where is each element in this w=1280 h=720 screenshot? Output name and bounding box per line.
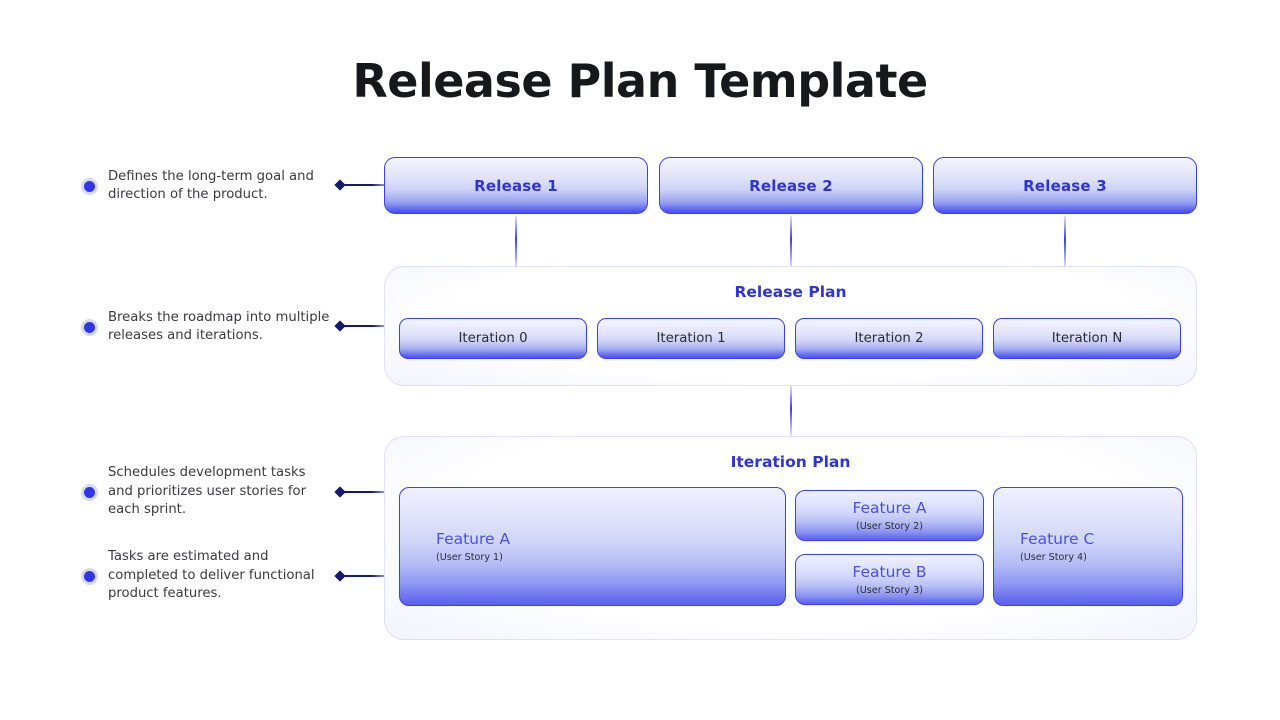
bullet-tasks-label: Tasks are estimated and completed to del…: [108, 549, 315, 602]
page-title: Release Plan Template: [352, 54, 928, 108]
connector-release-plan-to-iteration-plan: [790, 386, 792, 436]
connector-release-1: [515, 216, 517, 268]
release-plan-title: Release Plan: [734, 283, 847, 301]
feature-c-story-4-title: Feature C: [1020, 530, 1095, 548]
leader-line-release-plan: [334, 320, 384, 332]
release-box-3[interactable]: Release 3: [933, 157, 1197, 214]
diamond-icon: [334, 320, 346, 332]
bullet-dot-icon: [84, 180, 95, 192]
bullet-release-plan: Breaks the roadmap into multiple release…: [84, 306, 334, 348]
iteration-box-n[interactable]: Iteration N: [993, 318, 1181, 359]
leader-stroke: [343, 491, 384, 493]
bullet-release-plan-label: Breaks the roadmap into multiple release…: [108, 309, 330, 344]
iteration-box-1-label: Iteration 1: [656, 331, 726, 346]
leader-line-tasks: [334, 570, 384, 582]
bullet-tasks: Tasks are estimated and completed to del…: [84, 546, 334, 606]
feature-a-story-2[interactable]: Feature A (User Story 2): [795, 490, 984, 541]
feature-b-story-3-sub: (User Story 3): [856, 585, 923, 596]
iteration-box-0[interactable]: Iteration 0: [399, 318, 587, 359]
bullet-release-label: Defines the long-term goal and direction…: [108, 168, 314, 203]
leader-stroke: [343, 325, 384, 327]
bullet-dot-icon: [84, 570, 95, 582]
iteration-plan-title: Iteration Plan: [730, 453, 851, 471]
iteration-box-2[interactable]: Iteration 2: [795, 318, 983, 359]
bullet-dot-icon: [84, 486, 95, 498]
feature-a-story-2-sub: (User Story 2): [856, 521, 923, 532]
leader-line-iteration-plan: [334, 486, 384, 498]
bullet-release: Defines the long-term goal and direction…: [84, 165, 334, 207]
diamond-icon: [334, 570, 346, 582]
feature-a-story-1[interactable]: Feature A (User Story 1): [399, 487, 786, 606]
iteration-box-0-label: Iteration 0: [458, 331, 528, 346]
release-box-1[interactable]: Release 1: [384, 157, 648, 214]
leader-stroke: [343, 184, 384, 186]
diamond-icon: [334, 179, 346, 191]
leader-line-release: [334, 179, 384, 191]
iteration-box-1[interactable]: Iteration 1: [597, 318, 785, 359]
release-box-1-label: Release 1: [474, 176, 558, 195]
feature-c-story-4-sub: (User Story 4): [1020, 552, 1087, 563]
release-box-3-label: Release 3: [1023, 176, 1107, 195]
iteration-box-2-label: Iteration 2: [854, 331, 924, 346]
feature-c-story-4[interactable]: Feature C (User Story 4): [993, 487, 1183, 606]
bullet-iteration-plan: Schedules development tasks and prioriti…: [84, 462, 334, 522]
release-box-2[interactable]: Release 2: [659, 157, 923, 214]
feature-a-story-1-title: Feature A: [436, 530, 511, 548]
iteration-box-n-label: Iteration N: [1051, 331, 1123, 346]
bullet-iteration-plan-label: Schedules development tasks and prioriti…: [108, 465, 307, 518]
leader-stroke: [343, 575, 384, 577]
bullet-dot-icon: [84, 321, 95, 333]
feature-b-story-3[interactable]: Feature B (User Story 3): [795, 554, 984, 605]
connector-release-2: [790, 216, 792, 268]
diamond-icon: [334, 486, 346, 498]
connector-release-3: [1064, 216, 1066, 268]
feature-a-story-2-title: Feature A: [852, 499, 927, 517]
feature-b-story-3-title: Feature B: [852, 563, 927, 581]
feature-a-story-1-sub: (User Story 1): [436, 552, 503, 563]
release-box-2-label: Release 2: [749, 176, 833, 195]
